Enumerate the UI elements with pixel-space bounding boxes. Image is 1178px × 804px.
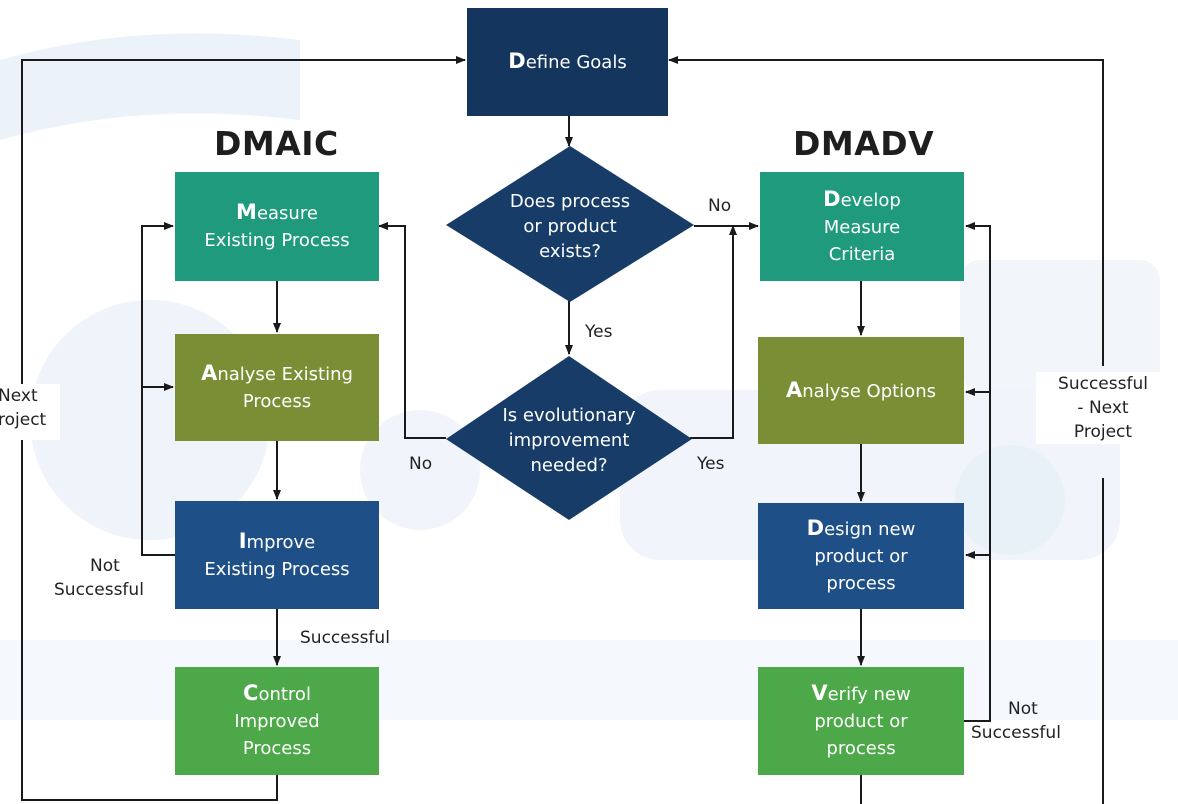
design-box: Design new product or process xyxy=(758,503,964,609)
measure-text-2: Existing Process xyxy=(204,230,350,251)
decision-evolutionary-diamond xyxy=(446,356,692,520)
loop-next-project-right-top xyxy=(668,56,1104,366)
analyse-options-text-1: nalyse Options xyxy=(802,380,936,402)
analyse-existing-text-1: nalyse Existing xyxy=(217,364,353,385)
arrow-evolutionary-yes xyxy=(690,225,737,439)
dmadv-title: DMADV xyxy=(793,124,935,163)
label-not-successful-right-1: Not xyxy=(1008,699,1038,719)
label-next-left-1: Next xyxy=(0,386,38,406)
design-text-1: esign new xyxy=(824,519,916,540)
label-not-successful-right-2: Successful xyxy=(971,723,1061,743)
label-next-left-2: roject xyxy=(0,410,47,430)
label-not-successful-left-1: Not xyxy=(90,556,120,576)
analyse-existing-box: Analyse Existing Process xyxy=(175,334,379,441)
analyse-options-box: Analyse Options xyxy=(758,337,964,444)
define-goals-box: Define Goals xyxy=(467,8,668,116)
label-no-bottom: No xyxy=(409,454,433,474)
develop-text-2: Measure xyxy=(823,216,901,238)
verify-text-3: process xyxy=(826,738,896,759)
label-yes-bottom: Yes xyxy=(697,454,725,474)
decision-exists-line-3: exists? xyxy=(539,240,601,262)
label-successful-next-1: Successful xyxy=(1058,374,1148,394)
arrow-evolutionary-no xyxy=(378,222,446,439)
successful-next-project-label: Successful - Next Project xyxy=(1036,372,1170,444)
control-text-3: Process xyxy=(242,738,312,759)
develop-cap: D xyxy=(823,186,841,211)
verify-text-1: erify new xyxy=(827,684,911,705)
decision-exists-line-1: Does process xyxy=(509,190,631,212)
decision-evolutionary-line-3: needed? xyxy=(530,454,608,476)
design-text-2: product or xyxy=(814,546,908,567)
develop-text-1: evelop xyxy=(840,189,901,211)
loop-not-successful-left xyxy=(141,222,175,556)
decision-evolutionary-line-2: improvement xyxy=(508,429,630,451)
improve-text-2: Existing Process xyxy=(204,558,350,580)
design-cap: D xyxy=(806,516,825,540)
design-text-3: process xyxy=(826,573,896,594)
measure-box: Measure Existing Process xyxy=(175,172,379,281)
label-successful-next-3: Project xyxy=(1073,422,1133,442)
label-successful-mid: Successful xyxy=(300,628,390,648)
improve-box: Improve Existing Process xyxy=(175,501,379,609)
develop-text-3: Criteria xyxy=(828,243,896,265)
improve-cap: I xyxy=(238,528,247,553)
measure-text-1: easure xyxy=(256,203,318,224)
analyse-existing-cap: A xyxy=(201,361,218,385)
loop-next-project-left xyxy=(21,56,466,801)
label-no-top: No xyxy=(708,196,732,216)
define-rest: efine Goals xyxy=(525,52,627,73)
label-yes-mid: Yes xyxy=(585,322,613,342)
verify-text-2: product or xyxy=(814,711,908,732)
develop-box: Develop Measure Criteria xyxy=(760,172,964,281)
control-text-1: ontrol xyxy=(258,684,311,705)
label-not-successful-left-2: Successful xyxy=(54,580,144,600)
label-successful-next-2: - Next xyxy=(1077,398,1129,418)
measure-cap: M xyxy=(236,200,257,224)
decision-evolutionary-text: Is evolutionary improvement needed? xyxy=(474,402,664,478)
analyse-existing-text-2: Process xyxy=(242,391,312,412)
control-cap: C xyxy=(243,681,259,705)
next-project-left-label: Next roject xyxy=(0,384,60,440)
decision-exists-diamond xyxy=(446,146,694,302)
improve-text-1: mprove xyxy=(246,531,316,553)
decision-exists-line-2: or product xyxy=(523,215,617,237)
verify-cap: V xyxy=(811,681,828,705)
analyse-options-cap: A xyxy=(786,377,803,402)
verify-box: Verify new product or process xyxy=(758,667,964,775)
control-text-2: Improved xyxy=(234,711,320,732)
define-cap: D xyxy=(508,49,526,73)
loop-not-successful-right xyxy=(964,222,991,722)
decision-exists-text: Does process or product exists? xyxy=(478,188,662,264)
dmaic-title: DMAIC xyxy=(214,124,339,163)
control-box: Control Improved Process xyxy=(175,667,379,775)
decision-evolutionary-line-1: Is evolutionary xyxy=(502,404,636,426)
